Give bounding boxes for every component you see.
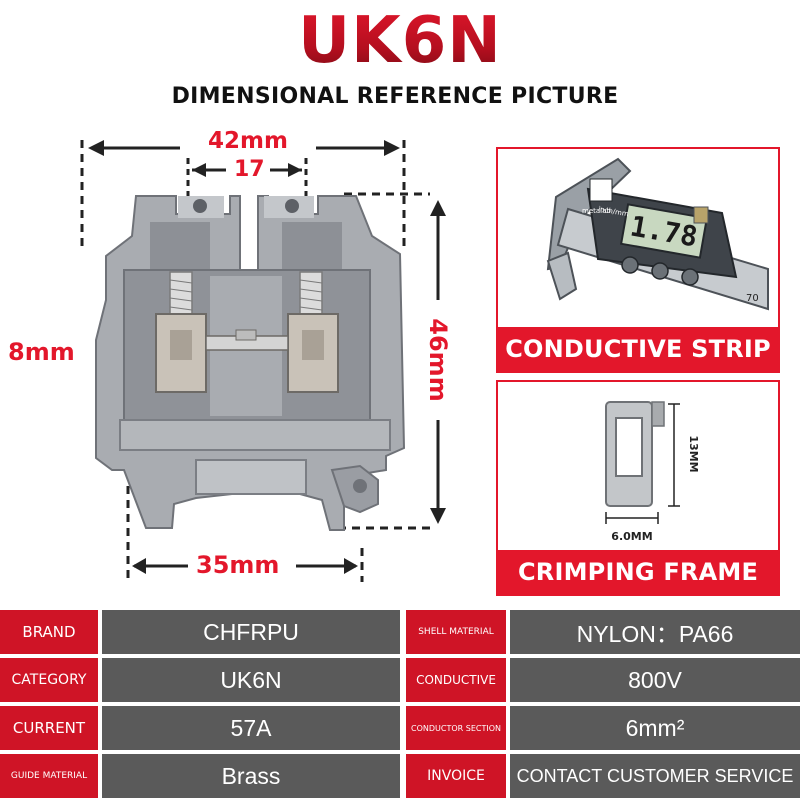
spec-row: CATEGORY UK6N CONDUCTIVE 800V [0,658,800,702]
terminal-block-drawing [80,140,446,582]
spec-value-shell-material: NYLON：PA66 [510,610,800,654]
frame-height-dimension: 13MM [687,435,700,472]
spec-label-invoice: INVOICE [406,754,506,798]
dimension-8mm: 8mm [8,338,75,366]
spec-value-conductive: 800V [510,658,800,702]
spec-label-current: CURRENT [0,706,98,750]
dimension-line-42mm [80,140,406,250]
caliper-button-on [651,262,669,280]
spec-row: GUIDE MATERIAL Brass INVOICE CONTACT CUS… [0,754,800,798]
spec-value-category: UK6N [102,658,400,702]
dimension-42mm: 42mm [208,128,288,154]
spec-label-conductor-section: CONDUCTOR SECTION [406,706,506,750]
spec-value-brand: CHFRPU [102,610,400,654]
spec-label-guide-material: GUIDE MATERIAL [0,754,98,798]
frame-width-dimension: 6.0MM [611,530,652,543]
crimping-frame-diagram: 13MM 6.0MM [605,401,700,543]
spec-label-conductive: CONDUCTIVE [406,658,506,702]
spec-label-brand: BRAND [0,610,98,654]
caliper-brand: metalab [582,207,611,215]
conductive-strip-panel: 1.78 inch/mm OFF ON metalab 70 CONDUCTIV… [496,147,780,373]
screw-right [299,271,323,315]
terminal-housing [95,195,406,531]
clamp-right [287,313,339,393]
caliper-photo: 1.78 inch/mm OFF ON metalab 70 [498,149,778,329]
spec-value-invoice: CONTACT CUSTOMER SERVICE [510,754,800,798]
spec-value-conductor-section: 6mm² [510,706,800,750]
dimension-35mm: 35mm [196,551,280,579]
spec-label-category: CATEGORY [0,658,98,702]
page-subtitle: DIMENSIONAL REFERENCE PICTURE [171,84,619,109]
crimping-frame-label: CRIMPING FRAME [498,550,778,594]
spec-row: CURRENT 57A CONDUCTOR SECTION 6mm² [0,706,800,750]
caliper-button-zero [681,268,699,286]
product-title: UK6N [0,4,800,78]
spec-label-shell-material: SHELL MATERIAL [406,610,506,654]
dimension-line-17 [186,158,308,196]
dimension-46mm: 46mm [424,318,452,402]
dimension-line-46mm [338,192,446,530]
dimension-line-35mm [126,486,364,582]
crimping-frame-panel: 13MM 6.0MM CRIMPING FRAME [496,380,780,596]
conductive-strip-label: CONDUCTIVE STRIP [498,327,778,371]
strip-sample [693,206,709,224]
spec-table: BRAND CHFRPU SHELL MATERIAL NYLON：PA66 C… [0,608,800,800]
spec-row: BRAND CHFRPU SHELL MATERIAL NYLON：PA66 [0,610,800,654]
caliper-button-off-label: OFF [624,278,636,285]
caliper-logo-icon [589,178,613,202]
clamp-left [155,313,207,393]
ruler-mark: 70 [746,293,759,304]
dimension-17: 17 [234,157,265,182]
screw-left [169,271,193,315]
caliper-button-on-label: ON [655,284,664,291]
spec-value-guide-material: Brass [102,754,400,798]
caliper-button-off [621,256,639,274]
conductive-bar [205,329,289,351]
spec-value-current: 57A [102,706,400,750]
